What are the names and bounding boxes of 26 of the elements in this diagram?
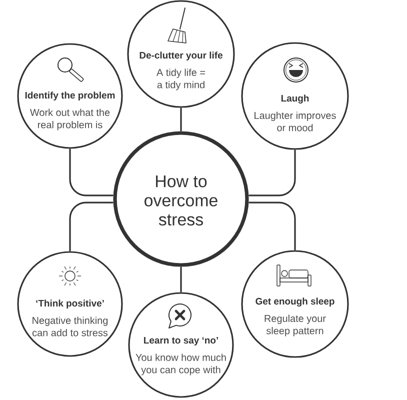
description-text: You know how much you can cope with bbox=[136, 354, 226, 376]
topic-circle bbox=[241, 250, 349, 358]
description-text: Work out what the real problem is bbox=[30, 108, 110, 130]
description-text: A tidy life = a tidy mind bbox=[156, 68, 205, 90]
topic-circle bbox=[241, 42, 349, 150]
description-text: Negative thinking can add to stress bbox=[32, 316, 108, 336]
heading-text: Get enough sleep bbox=[256, 298, 334, 306]
connector-line bbox=[248, 202, 296, 250]
topic-circle bbox=[17, 43, 123, 149]
topic-circle bbox=[128, 292, 234, 398]
heading-text: Identify the problem bbox=[25, 92, 115, 100]
description-text: Laughter improves or mood bbox=[254, 112, 336, 132]
heading-text: De-clutter your life bbox=[140, 52, 222, 60]
connector-line bbox=[69, 202, 114, 252]
connector-line bbox=[69, 148, 114, 196]
hub-circle bbox=[113, 131, 249, 267]
title-text: How to overcome stress bbox=[144, 175, 218, 226]
heading-text: ‘Think positive’ bbox=[36, 300, 104, 308]
connector-line bbox=[248, 150, 296, 196]
connector-line bbox=[180, 108, 182, 132]
topic-circle bbox=[127, 0, 235, 108]
connector-line bbox=[180, 266, 182, 292]
description-text: Regulate your sleep pattern bbox=[264, 314, 326, 336]
topic-circle bbox=[17, 251, 123, 357]
heading-text: Learn to say ‘no’ bbox=[144, 336, 218, 346]
heading-text: Laugh bbox=[281, 94, 309, 104]
